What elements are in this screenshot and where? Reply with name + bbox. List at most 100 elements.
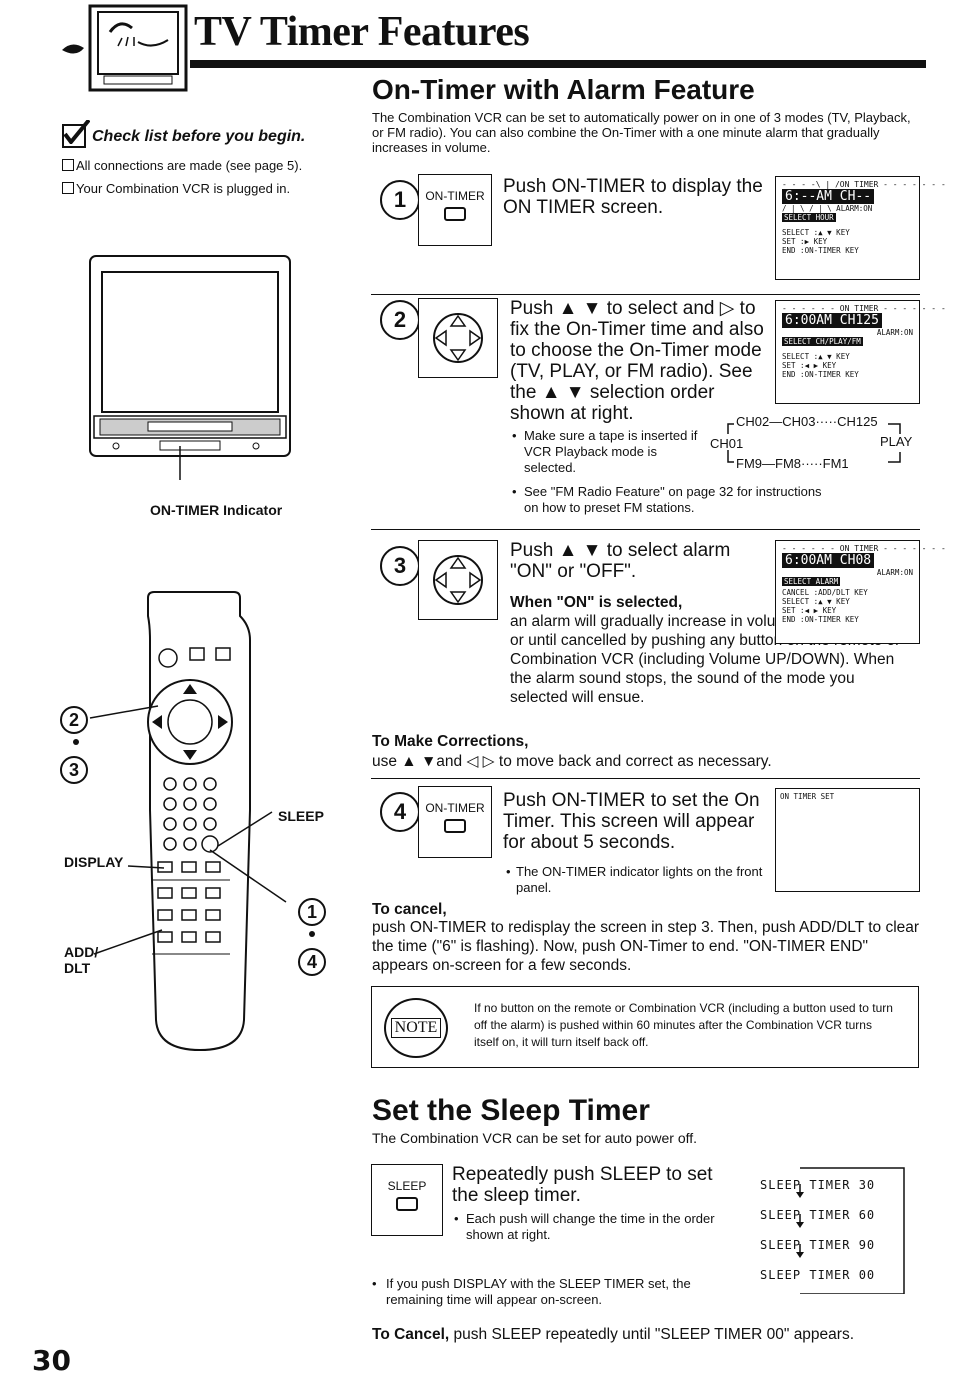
page-title: TV Timer Features: [194, 9, 530, 55]
on-timer-screen-2: - - - - - - ON TIMER - - - - - - - 6:00A…: [775, 300, 946, 404]
corrections-heading: To Make Corrections,: [372, 733, 529, 750]
note-text: If no button on the remote or Combinatio…: [474, 1001, 893, 1049]
screen-alarm: ALARM:ON: [876, 568, 913, 577]
order-left: CH01: [710, 436, 744, 451]
on-timer-screen-1: - - - -\ | /ON TIMER - - - - - - - 6:--A…: [775, 176, 946, 280]
bullet-dot: •: [506, 864, 511, 879]
bullet-dot: •: [512, 428, 517, 443]
sleep-seq-item: SLEEP TIMER 30: [760, 1178, 876, 1192]
checkbox-icon: [62, 159, 74, 171]
screen-line: SET :▶ KEY: [782, 237, 828, 246]
on-timer-button-label: ON-TIMER: [425, 189, 485, 203]
section-title-on-timer: On-Timer with Alarm Feature: [372, 74, 755, 105]
screen-line: END :ON-TIMER KEY: [782, 615, 859, 624]
checklist-item-text: All connections are made (see page 5).: [76, 158, 303, 173]
screen-time: 6:00AM CH125: [782, 313, 882, 328]
step-2-bullet-1: Make sure a tape is inserted if VCR Play…: [524, 428, 698, 475]
cancel-text: push ON-TIMER to redisplay the screen in…: [372, 919, 920, 974]
screen-select-bar: SELECT ALARM: [782, 577, 841, 586]
step-4-number: 4: [380, 792, 420, 832]
remote-step-2: 2: [60, 706, 88, 734]
on-timer-screen-3: - - - - - - ON TIMER - - - - - - - 6:00A…: [775, 540, 946, 644]
note-box: [371, 986, 919, 1068]
step-3-subhead: When "ON" is selected,: [510, 594, 683, 611]
bullet-dot: •: [512, 484, 517, 499]
step-3-number: 3: [380, 546, 420, 586]
checkmark-icon: [62, 120, 90, 148]
sequence-loop-arrow: [796, 1167, 905, 1294]
bullet-dot: •: [372, 1276, 377, 1291]
on-timer-button-label: ON-TIMER: [425, 801, 485, 815]
sleep-cancel-text: push SLEEP repeatedly until "SLEEP TIMER…: [453, 1326, 855, 1343]
sleep-cancel: To Cancel, push SLEEP repeatedly until "…: [372, 1325, 854, 1344]
screen-line: SELECT :▲ ▼ KEY: [782, 352, 850, 361]
checklist-item: Your Combination VCR is plugged in.: [62, 181, 290, 196]
checklist-item-text: Your Combination VCR is plugged in.: [76, 181, 291, 196]
remote-label-add: ADD/: [64, 944, 99, 960]
button-key-icon: [444, 207, 466, 221]
remote-label-dlt: DLT: [64, 960, 91, 976]
cursor-pad-icon: [418, 540, 498, 620]
tv-vcr-illustration: [89, 255, 291, 480]
screen-header: - - - -\ | /ON TIMER - - - - - - -: [782, 180, 946, 189]
cursor-pad-icon: [418, 298, 498, 378]
screen-header: - - - - - - ON TIMER - - - - - - -: [782, 304, 946, 313]
sleep-seq-item: SLEEP TIMER 60: [760, 1208, 876, 1222]
order-right: PLAY: [880, 434, 913, 449]
remote-step-4: 4: [298, 948, 326, 976]
sleep-sequence: SLEEP TIMER 30 SLEEP TIMER 60 SLEEP TIME…: [756, 1164, 906, 1294]
screen-header: ON TIMER SET: [780, 792, 835, 801]
tv-caption: ON-TIMER Indicator: [150, 502, 283, 518]
on-timer-screen-4: ON TIMER SET: [775, 788, 920, 892]
screen-time: 6:--AM CH--: [782, 189, 875, 204]
screen-select-bar: SELECT HOUR: [782, 213, 836, 222]
selection-order-diagram: [727, 423, 901, 463]
remote-label-sleep: SLEEP: [278, 808, 324, 824]
screen-time: 6:00AM CH08: [782, 553, 875, 568]
sleep-button-label: SLEEP: [387, 1179, 427, 1193]
on-timer-button-box: ON-TIMER: [418, 174, 492, 246]
remote-step-1: 1: [298, 898, 326, 926]
screen-line: SELECT :▲ ▼ KEY: [782, 597, 850, 606]
button-key-icon: [396, 1197, 418, 1211]
button-key-icon: [444, 819, 466, 833]
remote-control-illustration: [73, 591, 315, 1052]
sleep-seq-item: SLEEP TIMER 00: [760, 1268, 876, 1282]
page-number: 30: [32, 1344, 71, 1377]
sleep-button-box: SLEEP: [371, 1164, 443, 1236]
sleep-text: Repeatedly push SLEEP to set the sleep t…: [452, 1164, 713, 1206]
screen-header: - - - - - - ON TIMER - - - - - - -: [782, 544, 946, 553]
screen-alarm: / | \ / | \ ALARM:ON: [782, 204, 873, 213]
order-bottom: FM9—FM8·····FM1: [736, 456, 849, 471]
step-4-bullet: The ON-TIMER indicator lights on the fro…: [516, 864, 763, 895]
screen-select-bar: SELECT CH/PLAY/FM: [782, 337, 863, 346]
sleep-bullet-1: Each push will change the time in the or…: [466, 1211, 715, 1242]
on-timer-button-box: ON-TIMER: [418, 786, 492, 858]
sleep-cancel-heading: To Cancel,: [372, 1326, 450, 1343]
step-1-number: 1: [380, 180, 420, 220]
screen-line: SELECT :▲ ▼ KEY: [782, 228, 850, 237]
step-1-text: Push ON-TIMER to display the ON TIMER sc…: [503, 176, 763, 218]
step-2-text: Push ▲ ▼ to select and ▷ to fix the On-T…: [510, 298, 764, 424]
sleep-intro: The Combination VCR can be set for auto …: [372, 1130, 698, 1146]
bullet-dot: •: [454, 1211, 459, 1226]
note-badge: NOTE: [384, 998, 448, 1058]
screen-line: END :ON-TIMER KEY: [782, 370, 859, 379]
screen-line: SET :◀ ▶ KEY: [782, 361, 837, 370]
sleep-bullet-2: If you push DISPLAY with the SLEEP TIMER…: [386, 1276, 691, 1307]
order-top: CH02—CH03·····CH125: [736, 414, 878, 429]
divider: [371, 529, 920, 530]
screen-line: END :ON-TIMER KEY: [782, 246, 859, 255]
tv-timer-icon: [62, 4, 188, 92]
remote-step-3: 3: [60, 756, 88, 784]
section-title-sleep: Set the Sleep Timer: [372, 1094, 650, 1127]
divider: [371, 294, 920, 295]
corrections-text: use ▲ ▼and ◁ ▷ to move back and correct …: [372, 753, 772, 770]
title-rule: [190, 60, 926, 68]
on-timer-intro: The Combination VCR can be set to automa…: [372, 110, 911, 155]
sleep-seq-item: SLEEP TIMER 90: [760, 1238, 876, 1252]
step-3-text: Push ▲ ▼ to select alarm "ON" or "OFF".: [510, 540, 731, 582]
checkbox-icon: [62, 182, 74, 194]
screen-alarm: ALARM:ON: [876, 328, 913, 337]
divider: [371, 778, 920, 779]
